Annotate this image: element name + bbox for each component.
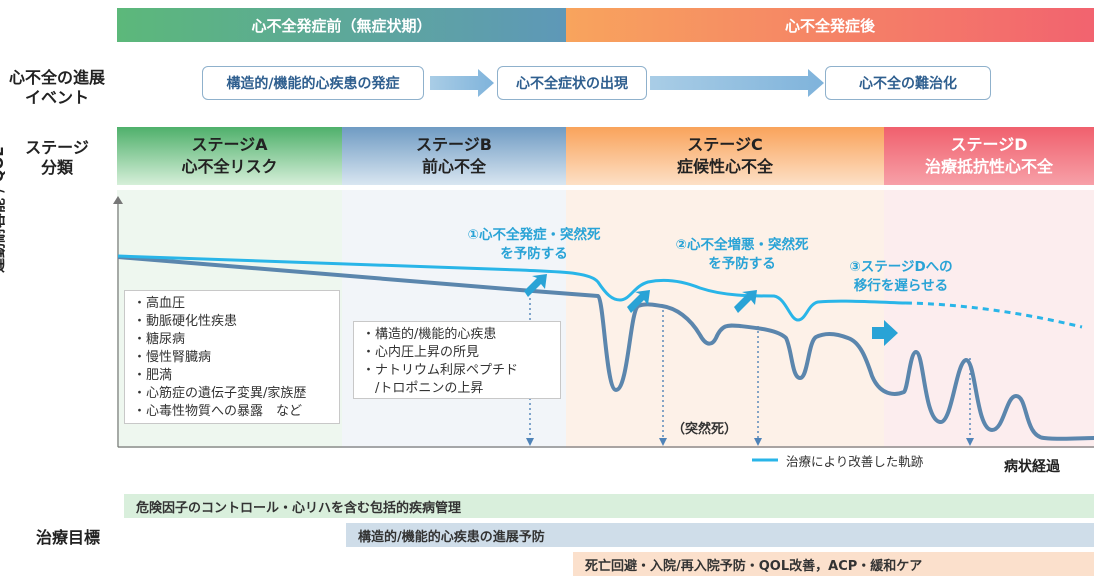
stage-b-findings-box: ・構造的/機能的心疾患 ・心内圧上昇の所見 ・ナトリウム利尿ペプチド /トロポニ… — [353, 321, 561, 399]
finding-item: ・心内圧上昇の所見 — [362, 345, 480, 360]
event-arrow-2 — [650, 69, 824, 97]
stage-a-name: ステージA — [191, 135, 268, 154]
stage-b-header: ステージB 前心不全 — [342, 127, 566, 185]
stage-d-desc: 治療抵抗性心不全 — [924, 157, 1053, 176]
event-refractory: 心不全の難治化 — [825, 66, 991, 100]
risk-factor-item: ・高血圧 — [133, 296, 186, 311]
risk-factor-item: ・動脈硬化性疾患 — [133, 314, 238, 329]
improved-trajectory-projection — [905, 301, 1083, 329]
stage-c-header: ステージC 症候性心不全 — [566, 127, 884, 185]
stage-a-desc: 心不全リスク — [181, 157, 278, 176]
finding-item: ・ナトリウム利尿ペプチド — [362, 363, 519, 378]
finding-item: ・構造的/機能的心疾患 — [362, 327, 497, 342]
risk-factor-item: ・慢性腎臓病 — [133, 350, 212, 365]
stage-c-name: ステージC — [687, 135, 763, 154]
stage-d-header: ステージD 治療抵抗性心不全 — [884, 127, 1094, 185]
natural-course-curve — [117, 255, 1095, 441]
improved-trajectory-curve — [117, 254, 907, 322]
goal-risk-management: 危険因子のコントロール・心リハを含む包括的疾病管理 — [124, 494, 1094, 518]
sudden-death-label: （突然死） — [672, 422, 738, 437]
phase-pre-onset: 心不全発症前（無症状期） — [117, 8, 566, 42]
stages-row-label: ステージ 分類 — [25, 138, 89, 177]
stage-b-name: ステージB — [416, 135, 492, 154]
intervention-arrows — [524, 274, 898, 346]
goal-death-readmission-prevention: 死亡回避・入院/再入院予防・QOL改善，ACP・緩和ケア — [573, 552, 1094, 576]
event-symptom-onset: 心不全症状の出現 — [497, 66, 647, 100]
trajectory-chart — [113, 196, 1095, 462]
x-axis-label: 病状経過 — [1004, 459, 1060, 475]
legend-label: 治療により改善した軌跡 — [786, 454, 924, 469]
annotation-delay-stage-d: ③ステージDへの 移行を遅らせる — [849, 259, 953, 294]
events-row-label: 心不全の進展 イベント — [8, 68, 105, 107]
stage-b-area — [342, 190, 566, 448]
event-disease-onset: 構造的/機能的心疾患の発症 — [202, 66, 424, 100]
y-axis-arrowhead — [113, 196, 123, 204]
goal-progression-prevention: 構造的/機能的心疾患の進展予防 — [346, 523, 1094, 547]
stage-a-header: ステージA 心不全リスク — [117, 127, 342, 185]
finding-item: /トロポニンの上昇 — [362, 381, 484, 396]
phase-post-onset: 心不全発症後 — [566, 8, 1094, 42]
annotation-prevent-onset: ①心不全発症・突然死 を予防する — [467, 227, 601, 262]
goals-row-label: 治療目標 — [35, 528, 100, 547]
risk-factor-item: ・肥満 — [133, 368, 173, 383]
stage-b-desc: 前心不全 — [421, 157, 486, 176]
stage-d-area — [884, 190, 1094, 448]
risk-factor-item: ・心毒性物質への暴露 など — [133, 404, 303, 419]
event-arrow-1 — [430, 69, 494, 97]
event-markers — [529, 298, 971, 442]
stage-c-desc: 症候性心不全 — [676, 157, 773, 176]
annotation-prevent-worsening: ②心不全増悪・突然死 を予防する — [675, 237, 809, 272]
risk-factor-item: ・糖尿病 — [133, 332, 186, 347]
stage-c-area — [566, 190, 884, 448]
risk-factors-box: ・高血圧 ・動脈硬化性疾患 ・糖尿病 ・慢性腎臓病 ・肥満 ・心筋症の遺伝子変異… — [124, 290, 340, 424]
event-marker-heads — [526, 438, 974, 446]
stage-d-name: ステージD — [950, 135, 1028, 154]
event-arrows — [430, 69, 824, 97]
risk-factor-item: ・心筋症の遺伝子変異/家族歴 — [133, 386, 307, 401]
